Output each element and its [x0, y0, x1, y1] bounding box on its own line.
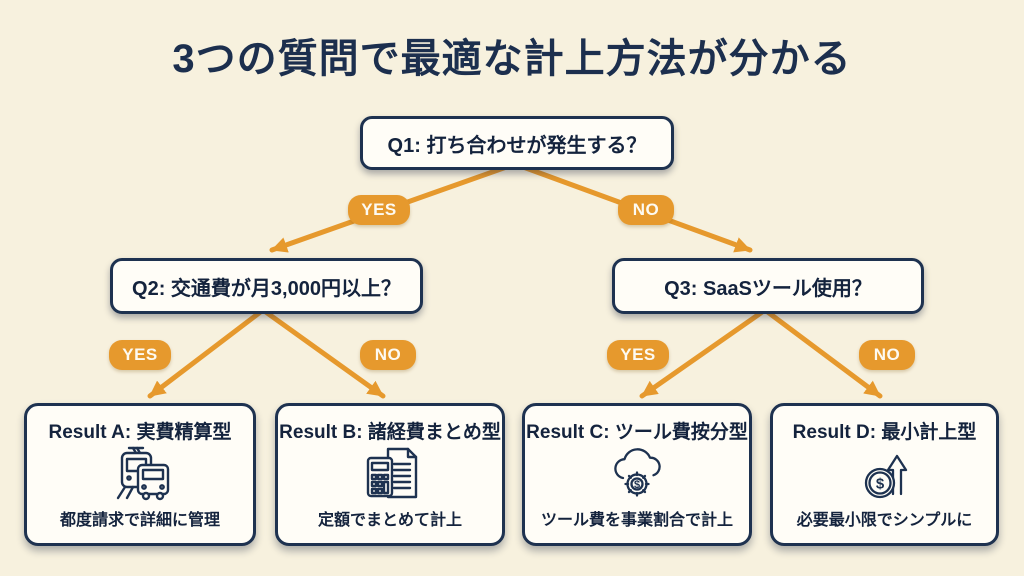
branch-badge-q3-yes: YES [607, 340, 669, 370]
result-card-a: Result A: 実費精算型 都度請求で詳細に管理 [24, 403, 256, 546]
result-a-title: Result A: 実費精算型 [48, 422, 232, 443]
branch-badge-q1-yes: YES [348, 195, 410, 225]
result-card-c: Result C: ツール費按分型 $ ツール費を事業割合で計上 [522, 403, 752, 546]
calculator-document-icon [358, 444, 422, 506]
connector-q2-no-resultB [260, 307, 386, 399]
cloud-gear-dollar-icon: $ [605, 444, 669, 506]
result-card-b: Result B: 諸経費まとめ型 定額でまとめて計上 [275, 403, 505, 546]
svg-text:$: $ [875, 476, 884, 493]
question-node-q3: Q3: SaaSツール使用？ [612, 258, 924, 314]
result-d-caption: 必要最小限でシンプルに [796, 512, 973, 529]
result-c-title: Result C: ツール費按分型 [526, 422, 748, 443]
result-c-caption: ツール費を事業割合で計上 [540, 512, 733, 529]
connector-q3-yes-resultC [639, 307, 768, 399]
branch-badge-q3-no: NO [859, 340, 915, 370]
result-d-title: Result D: 最小計上型 [792, 422, 977, 443]
page-title: 3つの質問で最適な計上方法が分かる [172, 37, 852, 81]
result-a-caption: 都度請求で詳細に管理 [59, 512, 220, 529]
connector-q2-yes-resultA [147, 307, 266, 399]
svg-text:$: $ [634, 479, 640, 491]
result-card-d: Result D: 最小計上型 $ 必要最小限でシンプルに [770, 403, 999, 546]
branch-badge-q2-no: NO [360, 340, 416, 370]
result-b-caption: 定額でまとめて計上 [317, 512, 462, 529]
branch-badge-q2-yes: YES [109, 340, 171, 370]
question-node-q2: Q2: 交通費が月3,000円以上？ [110, 258, 423, 314]
branch-badge-q1-no: NO [618, 195, 674, 225]
train-bus-icon [107, 444, 173, 506]
connector-q3-no-resultD [762, 307, 883, 399]
question-node-q1: Q1: 打ち合わせが発生する？ [360, 116, 674, 170]
coin-arrow-up-icon: $ [853, 444, 917, 506]
result-b-title: Result B: 諸経費まとめ型 [279, 422, 501, 443]
